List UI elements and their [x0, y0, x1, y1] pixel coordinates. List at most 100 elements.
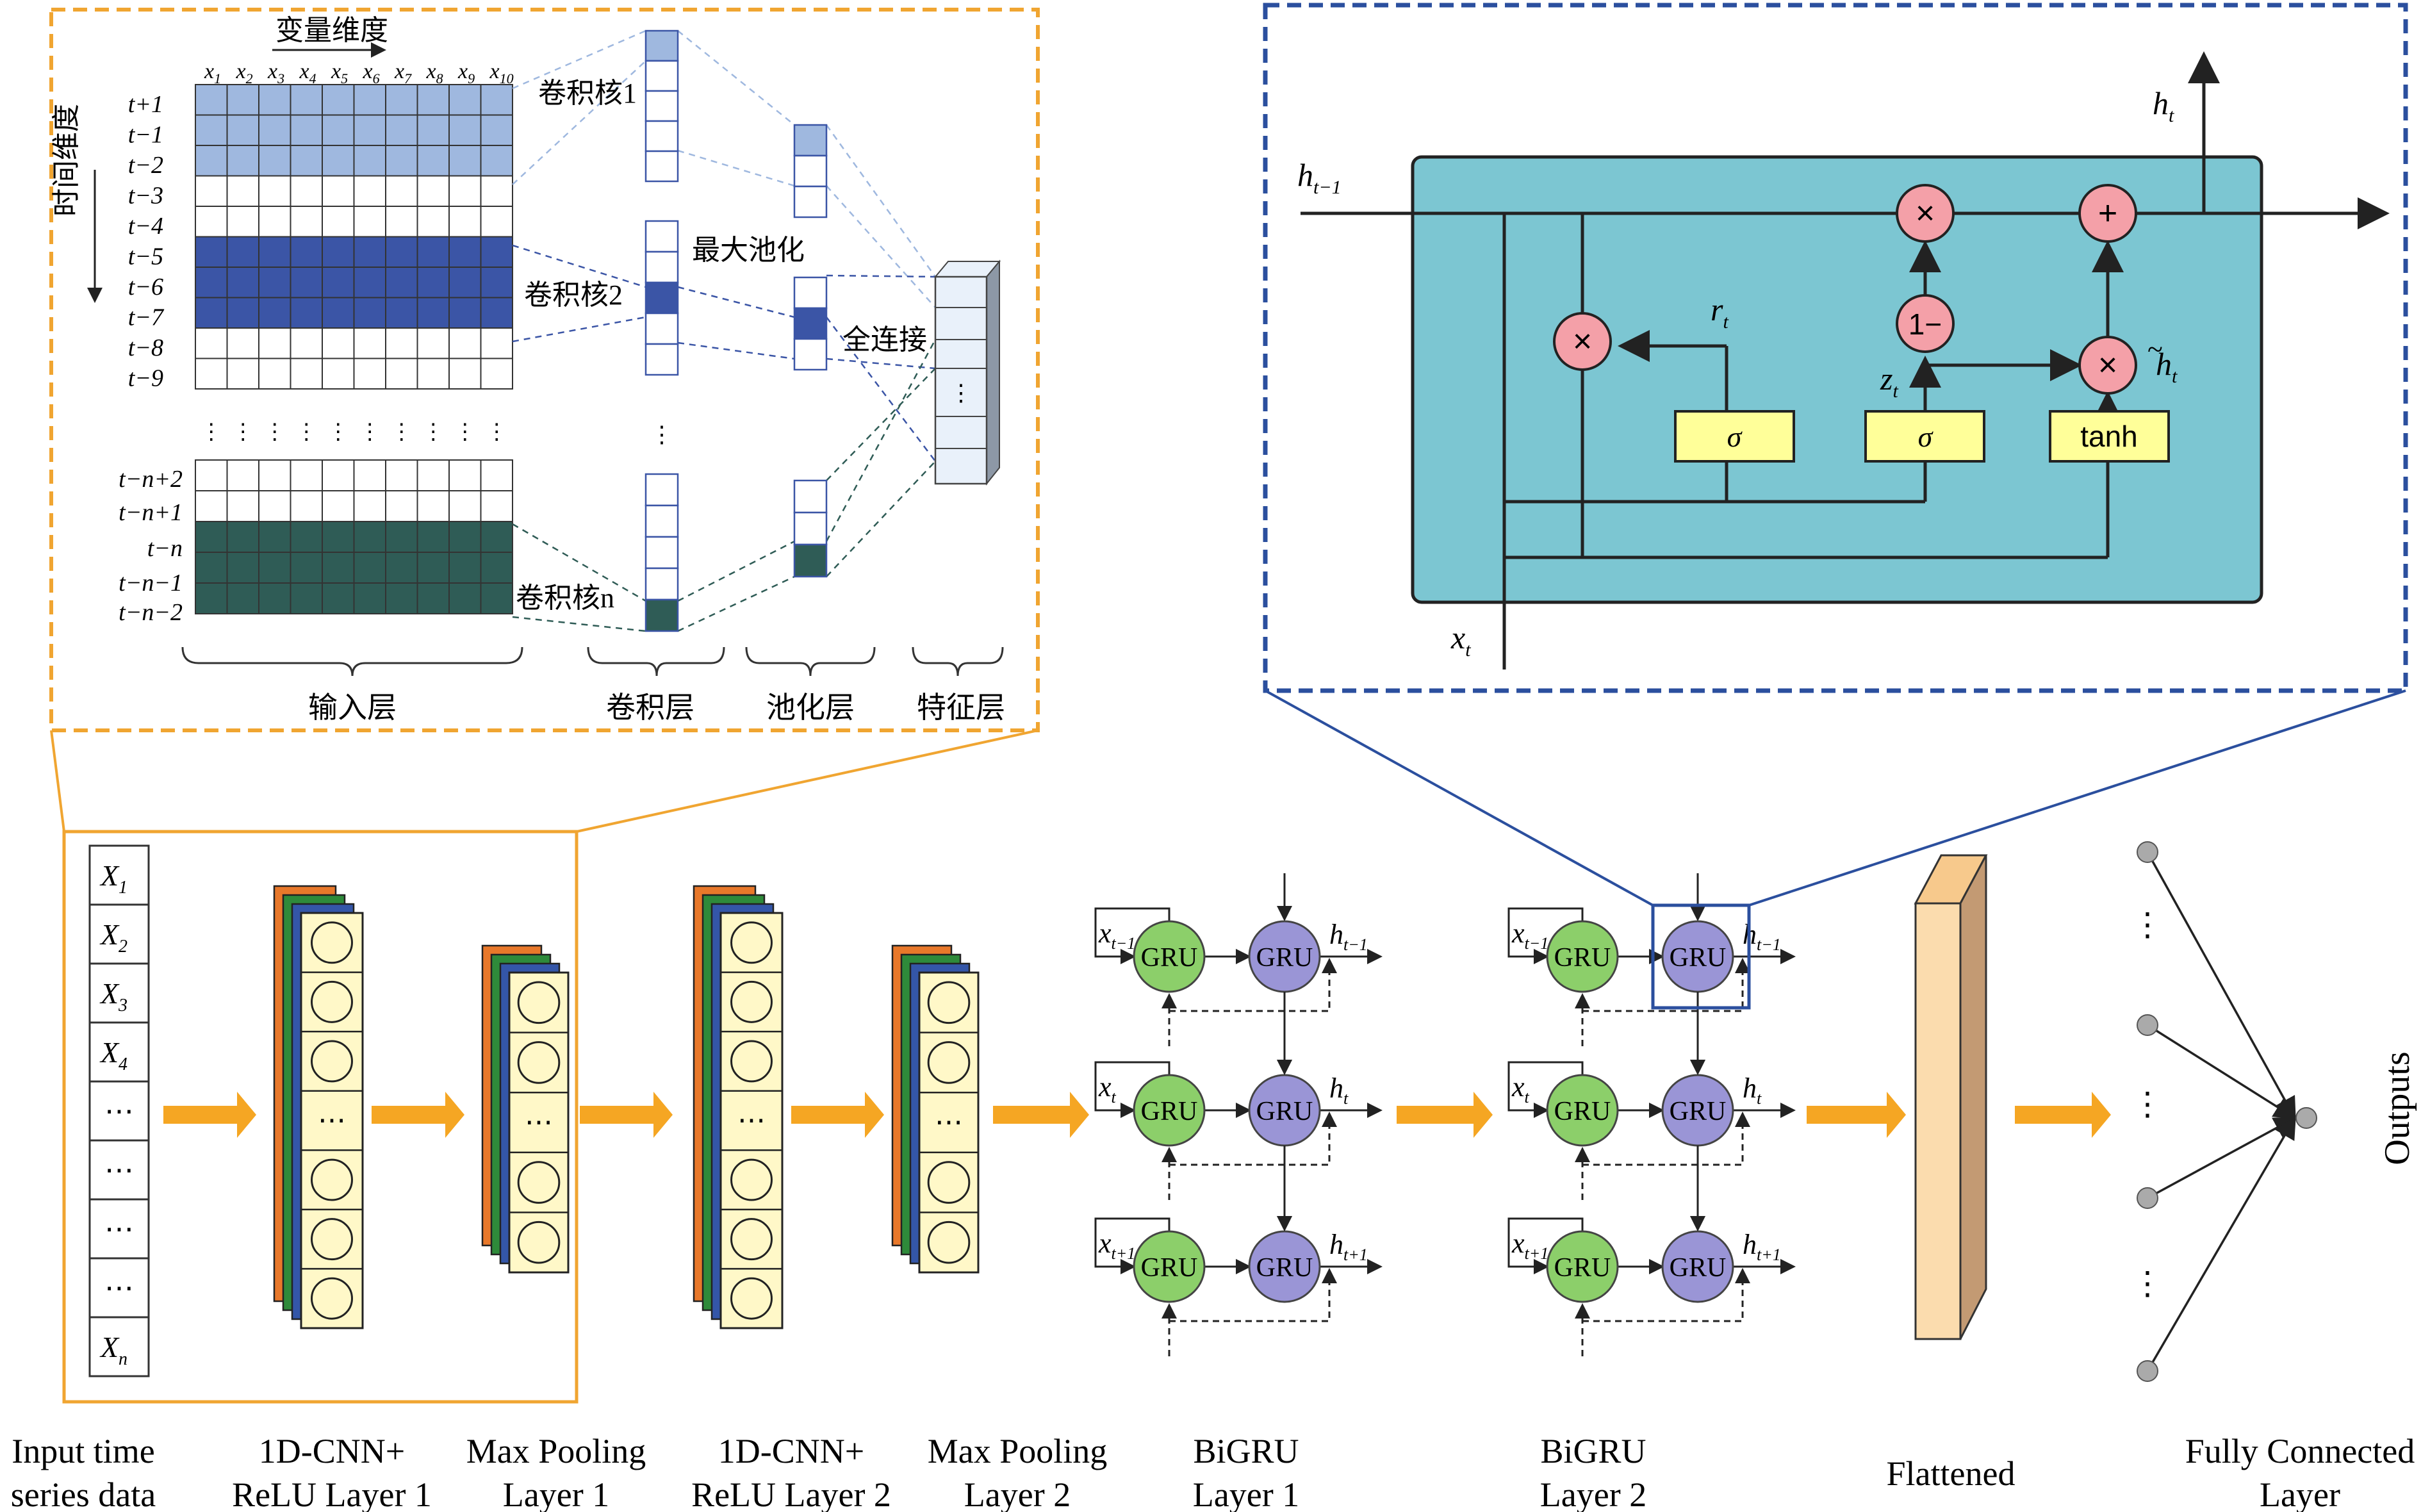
grid-cell: [290, 175, 323, 207]
input-layer-label: 输入层: [308, 691, 397, 724]
grid-cell: [290, 582, 323, 614]
feature-cell: [793, 543, 828, 578]
pipeline-arrow-shaft: [580, 1106, 653, 1124]
grid-cell: [290, 84, 323, 116]
pipeline-arrow-shaft: [2015, 1106, 2092, 1124]
grid-cell: [195, 145, 228, 177]
feature-cell: [793, 479, 828, 514]
neuron: [311, 1158, 353, 1201]
gru-label: GRU: [1670, 943, 1727, 973]
grid-cell: [480, 267, 513, 299]
grid-cell: [226, 459, 259, 491]
grid-cell: [195, 582, 228, 614]
input-cell: [88, 1198, 150, 1260]
neuron-ellipsis: ⋯: [525, 1106, 553, 1138]
pipeline-arrow-head: [865, 1092, 884, 1138]
grid-cell: [195, 490, 228, 522]
fc-ellipsis: ⋮: [2131, 907, 2163, 942]
pool-layer-1-maps: ⋯: [481, 944, 570, 1274]
grid-cell: [290, 327, 323, 359]
feature-cell: [644, 536, 679, 570]
grid-cell: [353, 175, 386, 207]
input-grid-top: [195, 84, 513, 390]
gru-detail-frame: [1263, 3, 2408, 693]
grid-cell: [353, 459, 386, 491]
grid-cell: [448, 327, 482, 359]
svg-text:×: ×: [2098, 347, 2117, 384]
gru-label: GRU: [1256, 943, 1313, 973]
feature-cell: [793, 185, 828, 218]
grid-cell: [480, 145, 513, 177]
grid-cell: [322, 459, 355, 491]
fc-ellipsis: ⋮: [2131, 1086, 2163, 1122]
grid-cell: [448, 175, 482, 207]
x-t-label: xt: [1450, 620, 1471, 661]
grid-cell: [322, 521, 355, 553]
grid-cell: [353, 267, 386, 299]
time-labels-bottom: t−n+2t−n+1t−nt−n−1t−n−2: [119, 466, 183, 626]
grid-cell: [226, 327, 259, 359]
grid-ellipsis: ⋮: [327, 420, 349, 444]
grid-cell: [480, 459, 513, 491]
gru-output-label: ht: [1329, 1072, 1349, 1108]
grid-cell: [385, 582, 418, 614]
fc-label: Layer: [2260, 1475, 2340, 1512]
pool2-label: Max Pooling: [928, 1432, 1108, 1470]
gru-label: GRU: [1141, 943, 1198, 973]
feature-column: ⋮: [933, 259, 1001, 486]
grid-cell: [290, 490, 323, 522]
grid-cell: [322, 145, 355, 177]
neuron: [730, 1218, 773, 1261]
gru-forward-cell: [1133, 920, 1206, 993]
neuron: [311, 921, 353, 964]
feature-cell: [793, 338, 828, 371]
grid-cell: [226, 145, 259, 177]
grid-ellipsis: ⋮: [359, 420, 381, 444]
fully-connected-network: ⋮⋮⋮: [2131, 841, 2317, 1382]
variable-dim-label: 变量维度: [275, 15, 388, 46]
neuron: [730, 921, 773, 964]
pipeline-arrow-head: [1070, 1092, 1089, 1138]
neuron: [927, 981, 971, 1024]
grid-cell: [195, 175, 228, 207]
input-cell: [88, 962, 150, 1024]
r-t-label: rt: [1711, 292, 1728, 333]
time-labels-top: t+1t−1t−2t−3t−4t−5t−6t−7t−8t−9: [128, 91, 165, 392]
grid-cell: [258, 267, 291, 299]
gru-output-label: ht+1: [1329, 1229, 1368, 1264]
grid-cell: [290, 521, 323, 553]
grid-cell: [226, 267, 259, 299]
feature-cell: [644, 90, 679, 122]
variable-label: x5: [331, 60, 348, 86]
grid-cell: [258, 297, 291, 329]
neuron: [927, 1161, 971, 1204]
grid-cell: [258, 552, 291, 584]
conv-dots: ⋮: [650, 422, 673, 447]
grid-cell: [480, 175, 513, 207]
grid-cell: [322, 236, 355, 268]
op-add: +: [2078, 184, 2137, 243]
input-cell-label: X4: [99, 1036, 127, 1074]
time-label: t−4: [128, 213, 163, 240]
neuron: [927, 1041, 971, 1084]
pipeline-arrow-head: [2092, 1092, 2111, 1138]
grid-cell: [258, 236, 291, 268]
grid-cell: [448, 236, 482, 268]
input-cell: [88, 1316, 150, 1377]
neuron-ellipsis: ⋯: [935, 1106, 963, 1138]
neuron: [311, 1040, 353, 1083]
pooling-columns: [793, 124, 828, 578]
pipeline-arrow-shaft: [163, 1106, 237, 1124]
gru-output-label: ht−1: [1329, 919, 1368, 954]
grid-ellipsis: ⋮: [264, 420, 286, 444]
bigru1-label: Layer 1: [1193, 1475, 1299, 1512]
kernel2-label: 卷积核2: [524, 279, 623, 311]
variable-label: x9: [457, 60, 475, 86]
time-label: t−6: [128, 274, 163, 300]
grid-cell: [385, 552, 418, 584]
input-highlight-frame: [62, 830, 579, 1404]
bigru1-label: BiGRU: [1193, 1432, 1299, 1470]
